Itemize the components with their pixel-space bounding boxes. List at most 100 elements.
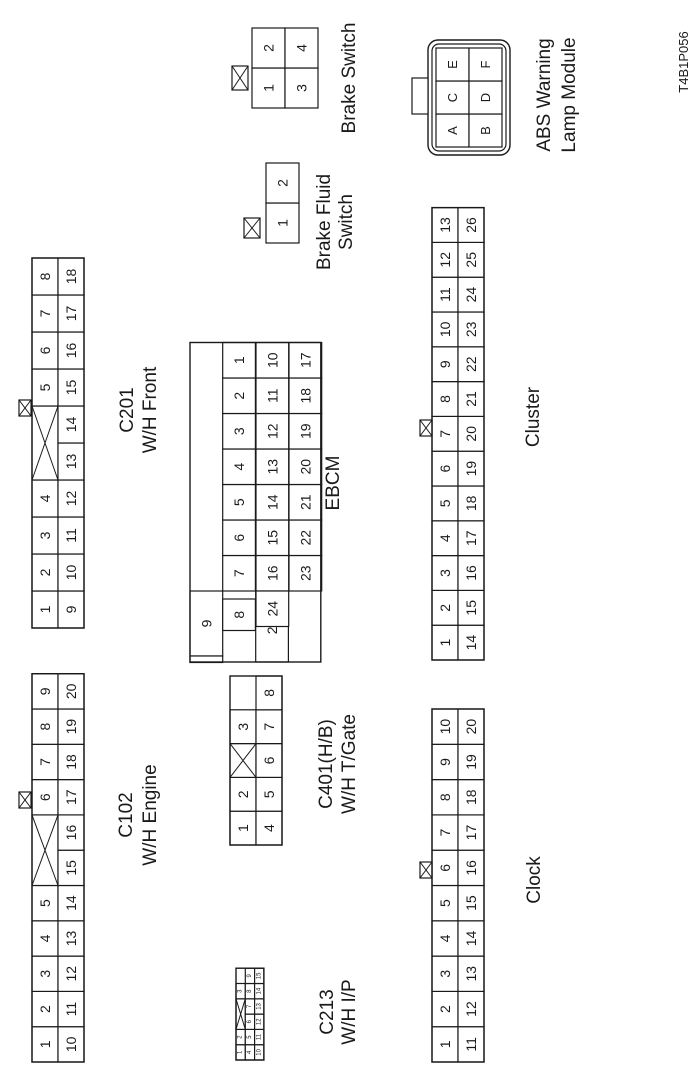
cluster-pin-12-label: 12 [437, 252, 453, 268]
clock-pin-17-label: 17 [463, 825, 479, 841]
abs-lamp-module-subtitle: Lamp Module [559, 37, 580, 152]
c201-pin-17-cell [57, 294, 85, 333]
ebcm-pin-15-label: 15 [264, 530, 280, 546]
clock-pin-16-cell [457, 849, 485, 887]
cluster-pin-4-label: 4 [437, 534, 453, 542]
clock-pin-6-label: 6 [437, 864, 453, 872]
c102-pin-12-label: 12 [63, 966, 79, 982]
c213-pin-1-label: 1 [238, 1050, 244, 1054]
ebcm-pin-21-cell [288, 483, 323, 521]
c201-pin-10-cell [57, 553, 85, 592]
c201-pin-1-cell [31, 590, 59, 629]
cluster-pin-11-label: 11 [437, 287, 453, 302]
cluster-lock-tab-icon-stroke [419, 419, 433, 437]
clock-pin-18-cell [457, 778, 485, 816]
abs-lamp-pin-C-label: C [445, 93, 460, 102]
c401-pin-6-label: 6 [261, 756, 277, 764]
ebcm-pin-2-cell [222, 377, 256, 415]
ebcm-pin-4-label: 4 [231, 463, 247, 471]
brake-switch-pin-3-label: 3 [294, 84, 310, 92]
c102-pin-18-cell [57, 743, 85, 781]
cluster-pin-23-label: 23 [463, 321, 479, 337]
cluster-pin-14-label: 14 [463, 635, 479, 651]
ebcm-pin-3-label: 3 [231, 427, 247, 435]
c213-pin-3-label: 3 [238, 989, 244, 993]
ebcm-pin-6-cell [222, 519, 256, 557]
c102-pin-16-label: 16 [63, 825, 79, 841]
ebcm-pin-23-cell [288, 554, 323, 592]
clock-pin-1-label: 1 [437, 1040, 453, 1048]
c201-subtitle: W/H Front [140, 366, 161, 453]
ebcm-pin-5-cell [222, 483, 256, 521]
cluster-pin-25-label: 25 [463, 252, 479, 268]
ebcm-pin-16-label: 16 [264, 565, 280, 581]
cluster-pin-20-label: 20 [463, 426, 479, 442]
brake-switch-lock-tab-icon-stroke [231, 65, 249, 91]
c213-pin-8-label: 8 [247, 989, 253, 993]
clock-pin-5-label: 5 [437, 899, 453, 907]
c401-pin-8-label: 8 [261, 689, 277, 697]
brake-fluid-switch-title: Brake Fluid [314, 174, 335, 270]
c201-pin-9-label: 9 [63, 605, 79, 613]
c201-pin-1-label: 1 [37, 605, 53, 613]
brake-switch-pin-2-cell [251, 27, 286, 69]
c401-pin-3-label: 3 [235, 723, 251, 731]
brake-switch-pin-1-label: 1 [261, 84, 277, 92]
c201-pin-5-label: 5 [37, 383, 53, 391]
clock-pin-1-cell [431, 1026, 459, 1063]
clock-pin-11-label: 11 [463, 1037, 479, 1052]
clock-title: Clock [524, 856, 545, 904]
c102-pin-3-label: 3 [37, 970, 53, 978]
c102-pin-2-label: 2 [37, 1005, 53, 1013]
c213-pin-6-label: 6 [247, 1019, 253, 1023]
cluster-pin-21-cell [457, 381, 485, 418]
c201-pin-14-cell [57, 405, 85, 444]
ebcm-pin-10-label: 10 [264, 352, 280, 368]
cluster-pin-18-label: 18 [463, 495, 479, 511]
c213-pin-2-label: 2 [238, 1035, 244, 1039]
cluster-pin-16-label: 16 [463, 565, 479, 581]
ebcm-pin-24-label: 24 [264, 601, 280, 617]
ebcm-title: EBCM [323, 456, 344, 511]
clock-pin-7-label: 7 [437, 828, 453, 836]
c102-title: C102 [116, 792, 137, 837]
cluster-pin-3-label: 3 [437, 569, 453, 577]
ebcm-pin-7-label: 7 [231, 569, 247, 577]
brake-fluid-switch-subtitle: Switch [336, 194, 357, 250]
ebcm-pin-8-label: 8 [231, 611, 247, 619]
c401-pin-6-cell [255, 742, 283, 778]
c201-blank-x-stroke [31, 405, 59, 481]
c401-housing [229, 675, 283, 846]
c102-pin-20-label: 20 [63, 683, 79, 699]
cluster-pin-19-label: 19 [463, 461, 479, 477]
c102-pin-4-label: 4 [37, 934, 53, 942]
cluster-pin-21-label: 21 [463, 391, 479, 407]
brake_fluid_switch-lock-tab-icon-stroke [243, 217, 261, 239]
abs-lamp-pin-D-label: D [478, 93, 493, 102]
c401-pin-4-label: 4 [261, 824, 277, 832]
clock-pin-3-label: 3 [437, 970, 453, 978]
c213-pin-4-label: 4 [247, 1050, 253, 1054]
ebcm-pin-7-cell [222, 554, 256, 592]
ebcm-pin-15-cell [255, 519, 290, 557]
figure-reference-code: T4B1P056 [676, 31, 691, 92]
c201-pin-8-label: 8 [37, 272, 53, 280]
c201-pin-13-label: 13 [63, 454, 79, 470]
clock-pin-19-label: 19 [463, 754, 479, 770]
cluster-pin-26-label: 26 [463, 217, 479, 233]
clock-pin-4-label: 4 [437, 934, 453, 942]
ebcm-housing [189, 341, 322, 663]
c201-pin-4-label: 4 [37, 494, 53, 502]
clock-pin-14-label: 14 [463, 930, 479, 946]
ebcm-pin-21-label: 21 [297, 494, 313, 510]
brake-switch-pin-4-label: 4 [294, 44, 310, 52]
c213-pin-15-label: 15 [256, 972, 262, 979]
c201-pin-2-label: 2 [37, 568, 53, 576]
c102-pin-17-label: 17 [63, 789, 79, 805]
c401-blank-x-stroke [229, 743, 257, 778]
c102-pin-8-label: 8 [37, 723, 53, 731]
brake-switch-pin-2-label: 2 [261, 44, 277, 52]
c201-pin-7-cell [31, 294, 59, 333]
ebcm-pin-20-cell [288, 448, 323, 486]
